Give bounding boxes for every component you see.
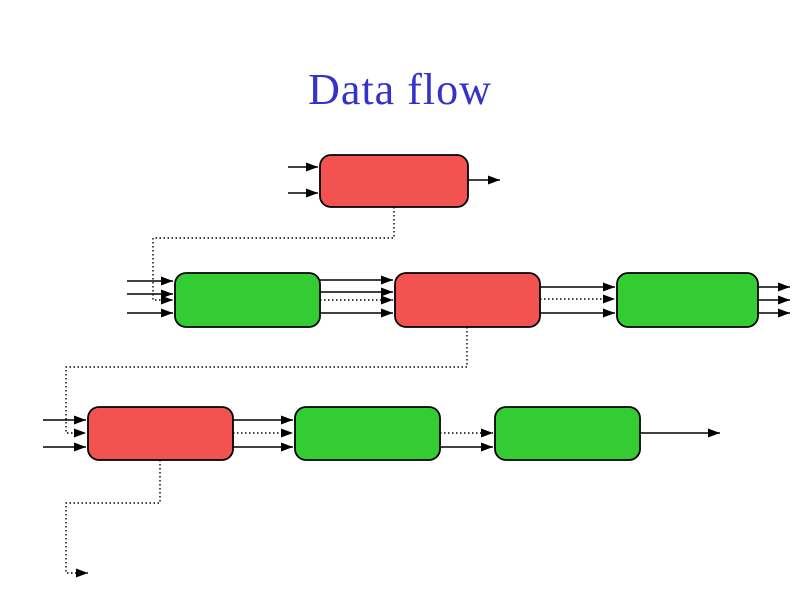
top-red-box xyxy=(319,154,469,208)
row2-green-right-box xyxy=(616,272,759,328)
nodes-layer xyxy=(87,154,759,461)
row2-red-box xyxy=(394,272,541,328)
dotted-top-to-row2 xyxy=(152,207,395,305)
page-title: Data flow xyxy=(308,65,492,114)
dotted-row3-to-bottom xyxy=(65,460,161,578)
dotted-row2-to-row3 xyxy=(65,327,468,438)
edges-layer xyxy=(43,162,790,578)
row2-green-left-box xyxy=(174,272,321,328)
row3-green-right-box xyxy=(494,406,641,461)
row3-green-mid-box xyxy=(294,406,441,461)
row3-red-box xyxy=(87,406,234,461)
